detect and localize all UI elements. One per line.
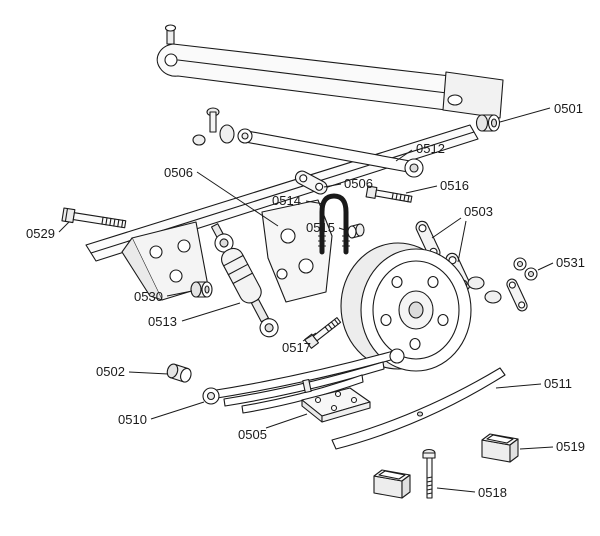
bushing-0530 xyxy=(190,281,213,298)
leader-line xyxy=(519,446,554,450)
bolt-0516 xyxy=(365,185,413,203)
part-number-label: 0514 xyxy=(272,193,301,208)
spacer-0515 xyxy=(347,223,365,239)
spring-clamp-0519 xyxy=(481,433,519,463)
part-number-label: 0518 xyxy=(478,485,507,500)
leader-line xyxy=(499,107,551,123)
callout-0511: 0511 xyxy=(495,376,572,391)
callout-0501: 0501 xyxy=(499,101,583,123)
leader-line xyxy=(196,171,279,227)
leader-line xyxy=(436,487,476,493)
upper-mount-hardware xyxy=(192,107,235,146)
u-bolt-0514 xyxy=(318,193,350,255)
track-bar xyxy=(237,128,424,178)
part-number-label: 0502 xyxy=(96,364,125,379)
leaf-spring-0510 xyxy=(202,348,405,414)
leader-line xyxy=(457,220,467,263)
callout-0519: 0519 xyxy=(519,439,585,454)
part-number-label: 0530 xyxy=(134,289,163,304)
callout-0512: 0512 xyxy=(395,141,445,162)
leader-line xyxy=(405,185,438,194)
bolt-0518 xyxy=(422,448,436,499)
leader-line xyxy=(537,262,554,271)
callout-0518: 0518 xyxy=(436,485,507,500)
callout-0514: 0514 xyxy=(272,193,325,208)
part-number-label: 0501 xyxy=(554,101,583,116)
callout-0529: 0529 xyxy=(26,221,70,241)
callout-0531: 0531 xyxy=(537,255,585,271)
leader-line xyxy=(302,332,317,342)
bushings-rear xyxy=(467,276,502,304)
part-number-label: 0510 xyxy=(118,412,147,427)
leader-line xyxy=(338,227,349,232)
leader-line xyxy=(181,302,241,322)
part-number-label: 0503 xyxy=(464,204,493,219)
callout-0503: 0503 xyxy=(431,204,493,263)
part-number-label: 0511 xyxy=(544,376,572,391)
leader-line xyxy=(305,200,325,205)
callout-0506-right: 0506 xyxy=(323,176,373,191)
leader-line xyxy=(431,217,462,239)
washers-0531 xyxy=(506,257,538,312)
part-number-label: 0505 xyxy=(238,427,267,442)
leader-line xyxy=(323,183,342,188)
spring-hanger-bracket xyxy=(261,199,333,303)
leader-line xyxy=(495,383,542,389)
leader-line xyxy=(150,401,205,420)
leader-line xyxy=(265,413,308,429)
shackle-link-small xyxy=(506,278,528,312)
add-a-leaf-0511 xyxy=(331,367,506,450)
part-number-label: 0515 xyxy=(306,220,335,235)
thread-lines xyxy=(324,318,339,333)
callout-0510: 0510 xyxy=(118,401,205,427)
callout-0517: 0517 xyxy=(282,332,317,355)
callout-0506-left: 0506 xyxy=(164,165,279,227)
callout-0513: 0513 xyxy=(148,302,241,329)
callout-0502: 0502 xyxy=(96,364,169,379)
callouts: 0501 0512 0506 0506 0516 0514 xyxy=(26,101,585,500)
part-number-label: 0506 xyxy=(164,165,193,180)
callout-0505: 0505 xyxy=(238,413,308,442)
leader-line xyxy=(128,371,169,375)
callout-0515: 0515 xyxy=(306,220,349,235)
lug-holes xyxy=(380,275,449,351)
artwork xyxy=(61,24,538,499)
part-number-label: 0519 xyxy=(556,439,585,454)
thread-lines xyxy=(391,192,410,203)
u-bolt-threads xyxy=(318,235,350,247)
part-number-label: 0531 xyxy=(556,255,585,270)
bushing-0501 xyxy=(475,114,501,132)
thread-lines xyxy=(426,476,433,495)
leader-line xyxy=(166,290,193,297)
frame-crossmember xyxy=(156,24,504,119)
frame-bracket-left xyxy=(121,221,209,301)
part-number-label: 0512 xyxy=(416,141,445,156)
part-number-label: 0516 xyxy=(440,178,469,193)
bushing-0502 xyxy=(166,363,192,383)
leader-line xyxy=(395,149,413,162)
thread-lines xyxy=(101,216,124,228)
part-number-label: 0506 xyxy=(344,176,373,191)
part-number-label: 0513 xyxy=(148,314,177,329)
callout-0530: 0530 xyxy=(134,289,193,304)
spring-clamp-lower xyxy=(373,469,411,499)
leader-line xyxy=(58,221,70,233)
callout-0516: 0516 xyxy=(405,178,469,194)
bolt-0529 xyxy=(61,207,127,229)
shock-absorber-0513 xyxy=(210,223,279,338)
brake-drum xyxy=(340,242,472,372)
shackle-plate-0506 xyxy=(294,170,328,195)
part-number-label: 0517 xyxy=(282,340,311,355)
part-number-label: 0529 xyxy=(26,226,55,241)
skid-plate-0505 xyxy=(301,387,371,423)
